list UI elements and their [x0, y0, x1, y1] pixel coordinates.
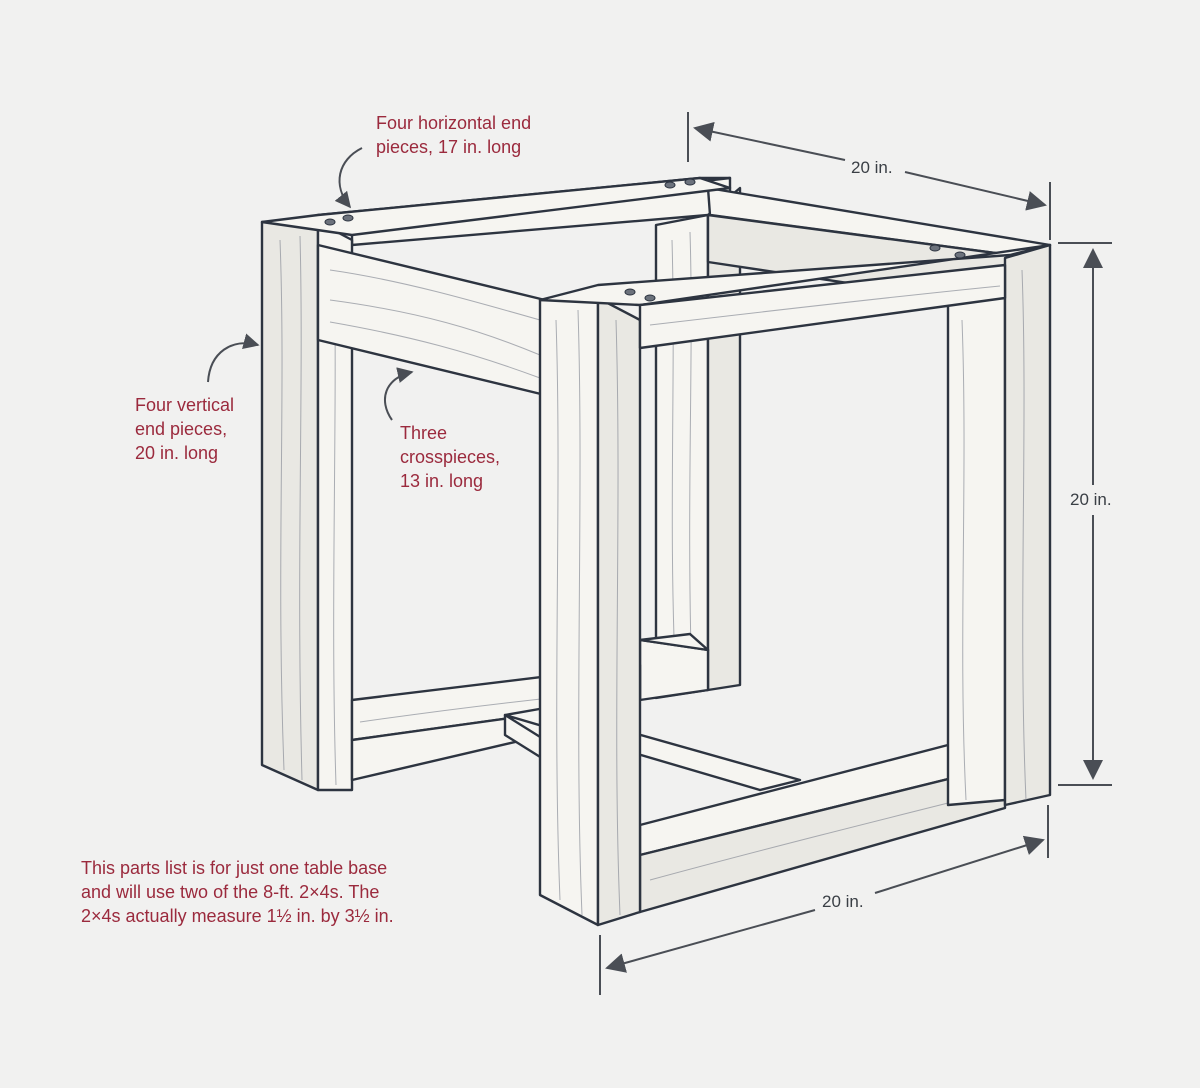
top-width-label: 20 in.: [847, 158, 897, 178]
front-right-top-beam: [538, 243, 1052, 350]
back-bottom-crosspiece: [638, 632, 710, 702]
horizontal-end-pieces-pointer: [334, 147, 363, 209]
bottom-width-label: 20 in.: [818, 892, 868, 912]
bottom-width-dimension-line: [599, 805, 1049, 995]
top-width-dimension-line: [687, 112, 1051, 240]
horizontal-end-pieces-label: Four horizontal end pieces, 17 in. long: [376, 113, 532, 157]
back-far-right-leg: [946, 243, 1052, 807]
screw-holes: [324, 178, 966, 302]
vertical-end-pieces-label: Four vertical end pieces, 20 in. long: [135, 395, 235, 463]
crosspieces-label: Three crosspieces, 13 in. long: [400, 423, 501, 491]
front-right-leg: [538, 296, 642, 927]
parts-note: This parts list is for just one table ba…: [81, 858, 394, 926]
front-left-leg: [260, 220, 354, 792]
left-top-beam: [260, 176, 732, 397]
height-label: 20 in.: [1066, 490, 1116, 510]
vertical-end-pieces-pointer: [207, 333, 260, 383]
crosspieces-pointer: [383, 367, 414, 421]
height-dimension-line: [1058, 242, 1112, 786]
